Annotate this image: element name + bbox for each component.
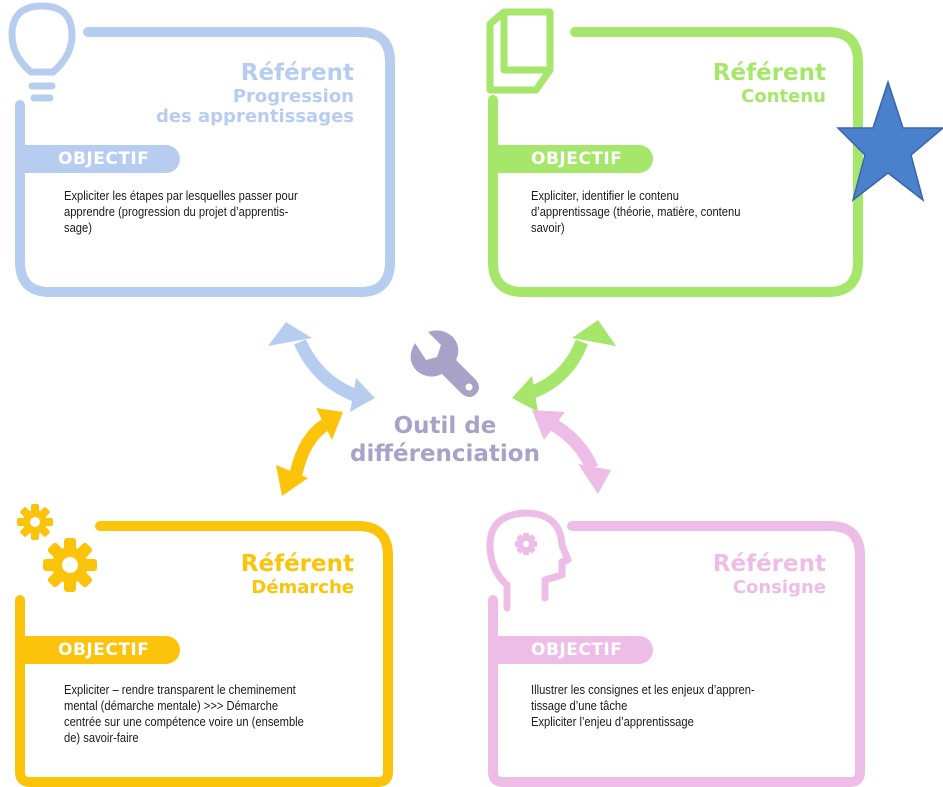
center-label: Outil de différenciation	[330, 412, 560, 468]
progression-objectif-badge: OBJECTIF	[30, 145, 180, 173]
contenu-description: Expliciter, identifier le contenu d’appr…	[531, 188, 741, 235]
demarche-description: Expliciter – rendre transparent le chemi…	[64, 682, 304, 745]
contenu-card-frame	[488, 27, 863, 297]
arrow-blue	[268, 322, 375, 412]
progression-description: Expliciter les étapes par lesquelles pas…	[64, 188, 298, 235]
arrow-yellow	[276, 408, 343, 496]
demarche-title-main: Référent	[240, 551, 354, 577]
contenu-objectif-badge: OBJECTIF	[503, 145, 653, 173]
consigne-subtitle: Consigne	[732, 577, 826, 598]
contenu-title: Référent Contenu	[713, 62, 826, 107]
lightbulb-icon	[8, 2, 76, 102]
demarche-objectif-badge: OBJECTIF	[30, 636, 180, 664]
progression-subtitle-1: Progression	[232, 86, 354, 107]
demarche-card-frame	[15, 521, 393, 787]
demarche-subtitle: Démarche	[251, 577, 354, 598]
progression-subtitle-2: des apprentissages	[155, 106, 354, 127]
consigne-title: Référent Consigne	[713, 553, 826, 598]
progression-title: Référent Progression des apprentissages	[156, 62, 354, 127]
consigne-title-main: Référent	[712, 551, 826, 577]
gears-icon	[17, 504, 97, 592]
consigne-card-frame	[488, 521, 865, 787]
progression-title-main: Référent	[240, 60, 354, 86]
book-icon	[486, 8, 554, 94]
center-label-line2: différenciation	[350, 441, 540, 467]
star-icon	[836, 79, 943, 202]
arrow-green	[512, 320, 616, 412]
contenu-subtitle: Contenu	[741, 86, 826, 107]
wrench-icon	[410, 330, 479, 397]
consigne-description: Illustrer les consignes et les enjeux d’…	[531, 682, 755, 729]
progression-card-frame	[15, 27, 395, 297]
center-label-line1: Outil de	[393, 413, 497, 439]
arrow-pink	[532, 410, 611, 494]
contenu-title-main: Référent	[712, 60, 826, 86]
demarche-title: Référent Démarche	[241, 553, 354, 598]
head-gear-icon	[486, 509, 572, 612]
consigne-objectif-badge: OBJECTIF	[503, 636, 653, 664]
